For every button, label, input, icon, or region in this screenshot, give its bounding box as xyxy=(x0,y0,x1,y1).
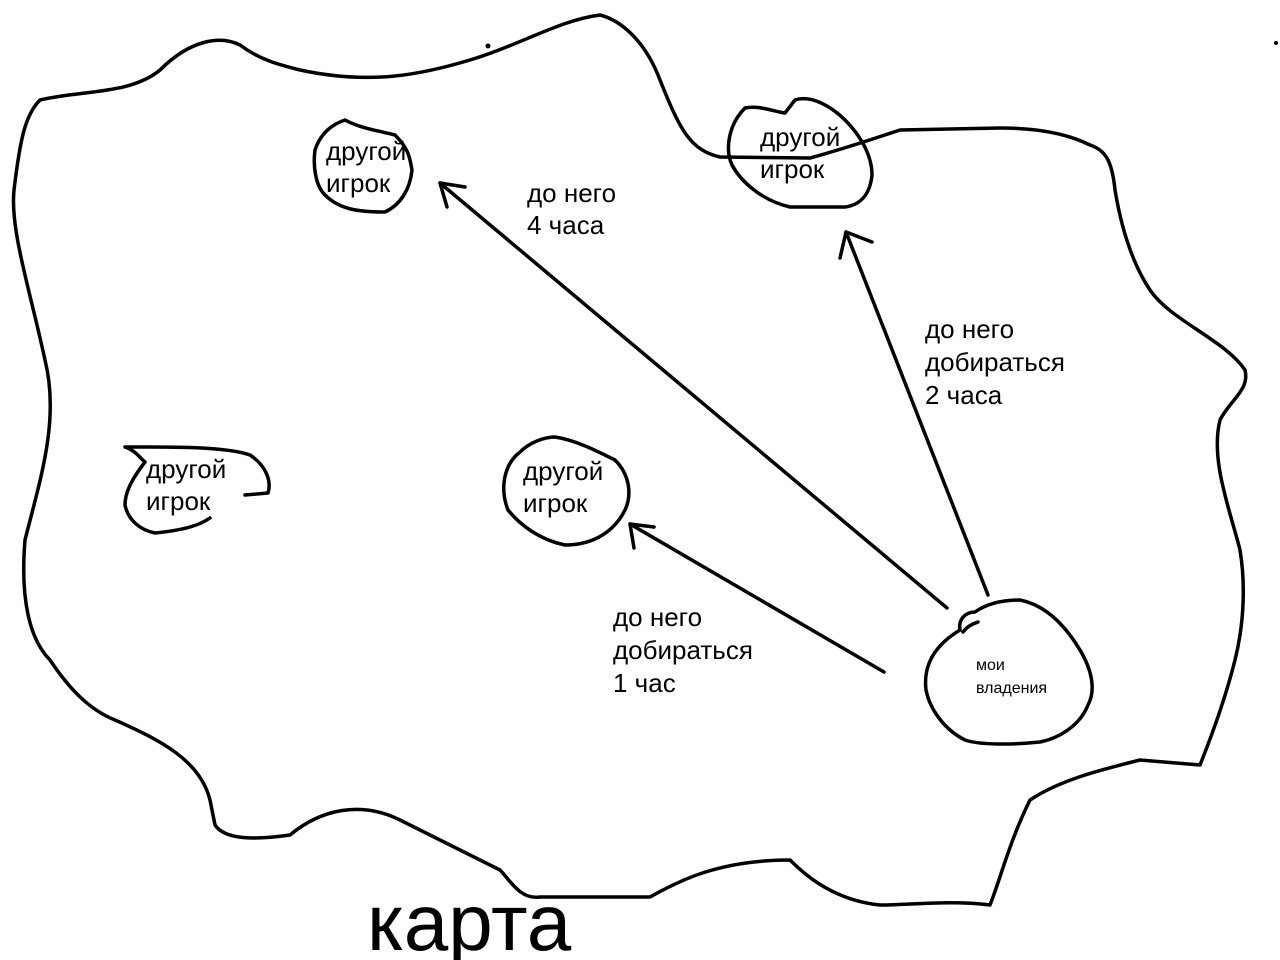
arrow-to-top-right xyxy=(838,230,990,597)
arrow-head xyxy=(438,181,467,209)
node-label: игрок xyxy=(326,168,391,198)
node-label: мои xyxy=(976,657,1005,674)
player-node-top-left: другой игрок xyxy=(312,118,414,214)
edge-label-line: 1 час xyxy=(613,668,676,698)
edge-label-4h: до него 4 часа xyxy=(527,178,616,240)
player-node-left: другой игрок xyxy=(123,445,271,535)
node-label: игрок xyxy=(760,154,825,184)
stray-dot xyxy=(485,43,491,49)
edge-label-line: до него xyxy=(925,314,1014,344)
node-label: другой xyxy=(760,122,840,152)
player-node-center: другой игрок xyxy=(502,435,631,547)
node-label: другой xyxy=(523,456,603,486)
arrow-line xyxy=(844,230,990,597)
arrow-head xyxy=(838,230,874,260)
my-domain-blob xyxy=(923,598,1094,746)
edge-label-line: до него xyxy=(527,178,616,208)
node-label: владения xyxy=(976,680,1047,697)
map-outline xyxy=(11,13,1248,907)
stray-dot xyxy=(1274,41,1278,45)
player-blob xyxy=(312,118,414,214)
player-blob xyxy=(123,445,271,535)
map-title: карта xyxy=(367,878,572,960)
edge-label-2h: до него добираться 2 часа xyxy=(925,314,1065,410)
player-node-top-right: другой игрок xyxy=(726,97,874,209)
edge-label-line: добираться xyxy=(613,635,753,665)
edge-label-1h: до него добираться 1 час xyxy=(613,602,753,698)
edge-label-line: до него xyxy=(613,602,702,632)
node-label: игрок xyxy=(146,486,211,516)
node-label: другой xyxy=(146,454,226,484)
arrow-to-center xyxy=(628,522,886,674)
node-label: игрок xyxy=(523,488,588,518)
edge-label-line: добираться xyxy=(925,347,1065,377)
arrow-line xyxy=(438,181,949,610)
edge-label-line: 4 часа xyxy=(527,210,605,240)
arrow-head xyxy=(628,522,656,550)
arrow-line xyxy=(628,522,886,674)
arrow-to-top-left xyxy=(438,181,949,610)
node-label: другой xyxy=(326,136,406,166)
edge-label-line: 2 часа xyxy=(925,380,1003,410)
player-blob xyxy=(726,97,874,209)
my-domain-node: мои владения xyxy=(923,598,1094,746)
player-blob xyxy=(502,435,631,547)
